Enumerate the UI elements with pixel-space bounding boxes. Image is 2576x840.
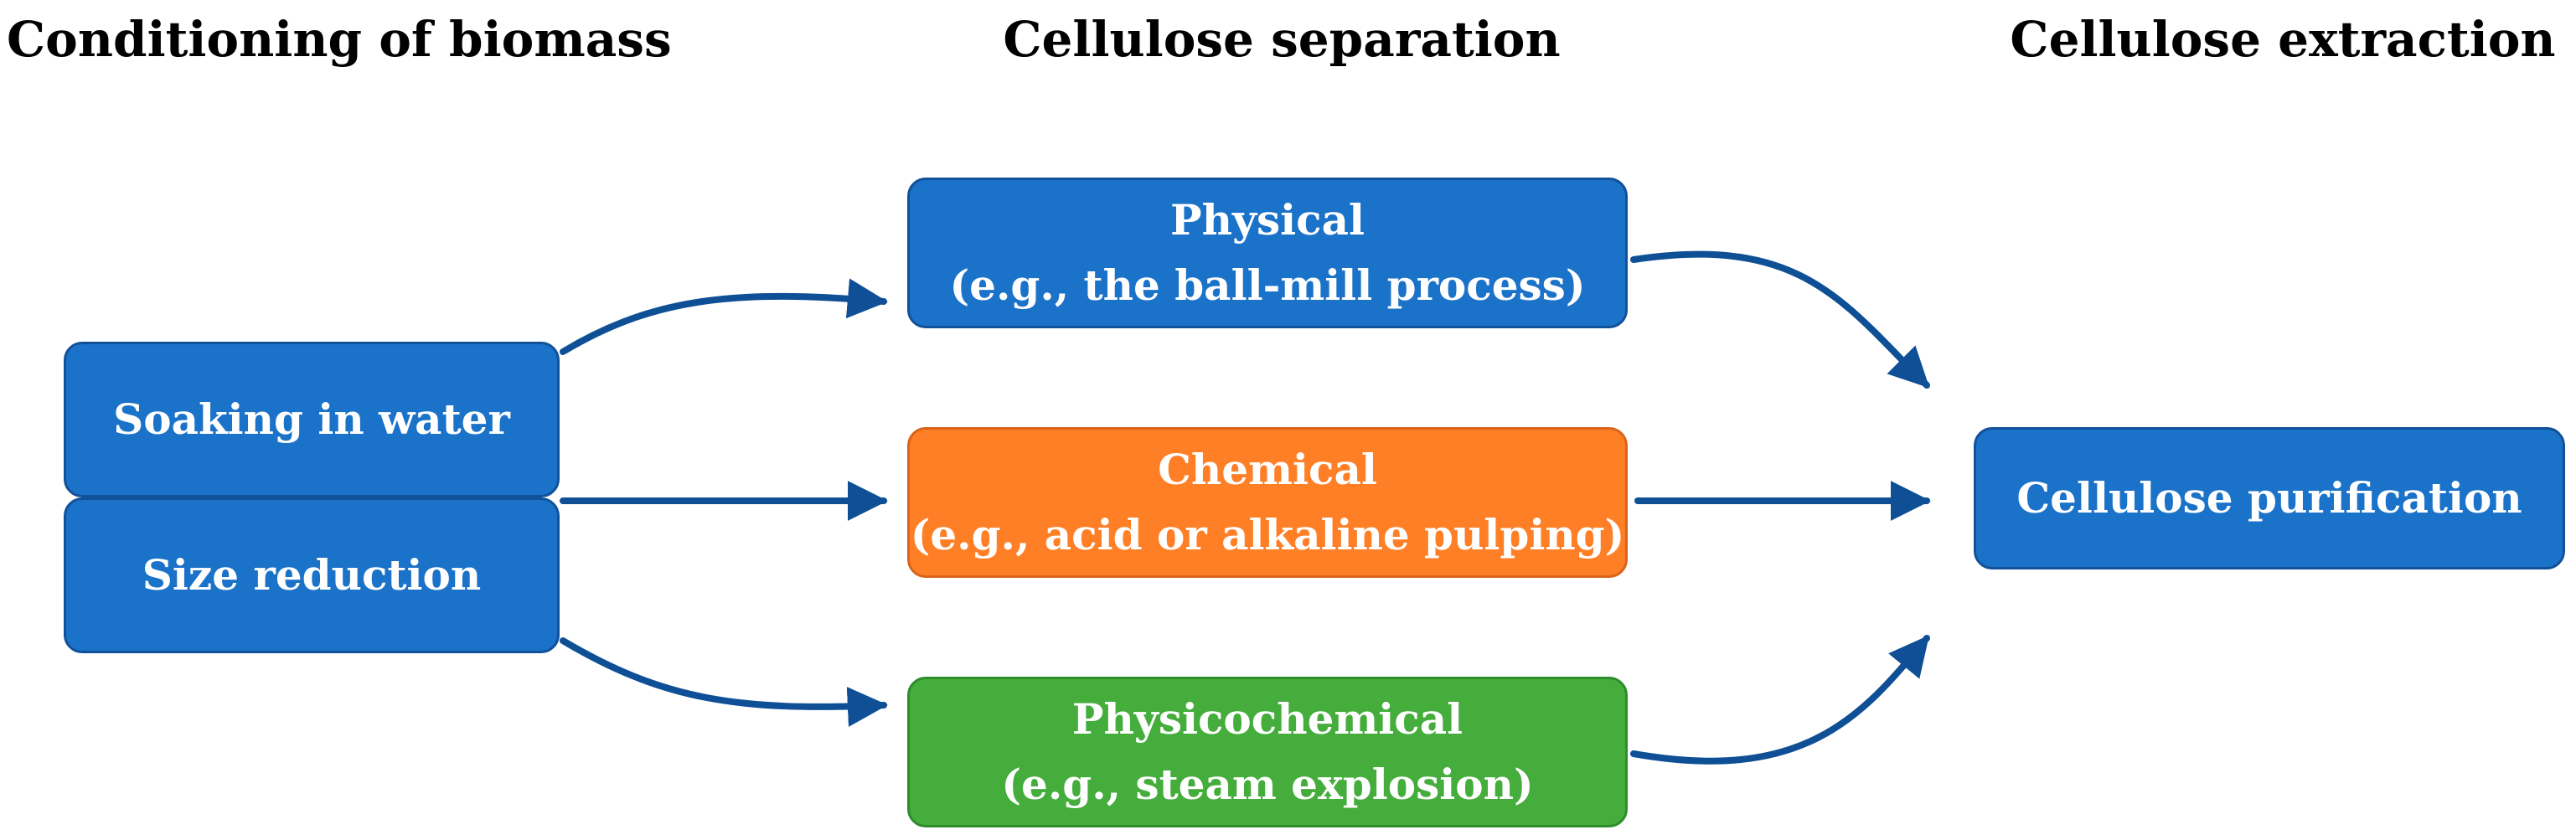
size-reduction-box: Size reduction xyxy=(64,497,560,653)
physical-example: (e.g., the ball-mill process) xyxy=(949,260,1586,310)
physicochemical-title: Physicochemical xyxy=(1071,694,1464,744)
chemical-box: Chemical (e.g., acid or alkaline pulping… xyxy=(907,427,1628,578)
chemical-example: (e.g., acid or alkaline pulping) xyxy=(910,510,1625,559)
cellulose-purification-label: Cellulose purification xyxy=(2016,473,2522,523)
arrow-physicochemical-to-purification xyxy=(1630,635,1930,765)
heading-separation: Cellulose separation xyxy=(1003,11,1561,68)
soaking-in-water-box: Soaking in water xyxy=(64,342,560,497)
heading-extraction: Cellulose extraction xyxy=(2010,11,2556,68)
physicochemical-example: (e.g., steam explosion) xyxy=(1001,760,1534,809)
soaking-in-water-label: Soaking in water xyxy=(113,394,510,444)
arrow-to-physical xyxy=(560,278,888,355)
physical-title: Physical xyxy=(1170,195,1365,245)
arrow-to-physicochemical xyxy=(560,637,888,727)
chemical-title: Chemical xyxy=(1158,445,1377,494)
arrow-physical-to-purification xyxy=(1630,250,1930,389)
physicochemical-box: Physicochemical (e.g., steam explosion) xyxy=(907,677,1628,827)
cellulose-purification-box: Cellulose purification xyxy=(1974,427,2565,569)
physical-box: Physical (e.g., the ball-mill process) xyxy=(907,178,1628,328)
heading-conditioning: Conditioning of biomass xyxy=(7,11,672,68)
size-reduction-label: Size reduction xyxy=(142,550,482,600)
